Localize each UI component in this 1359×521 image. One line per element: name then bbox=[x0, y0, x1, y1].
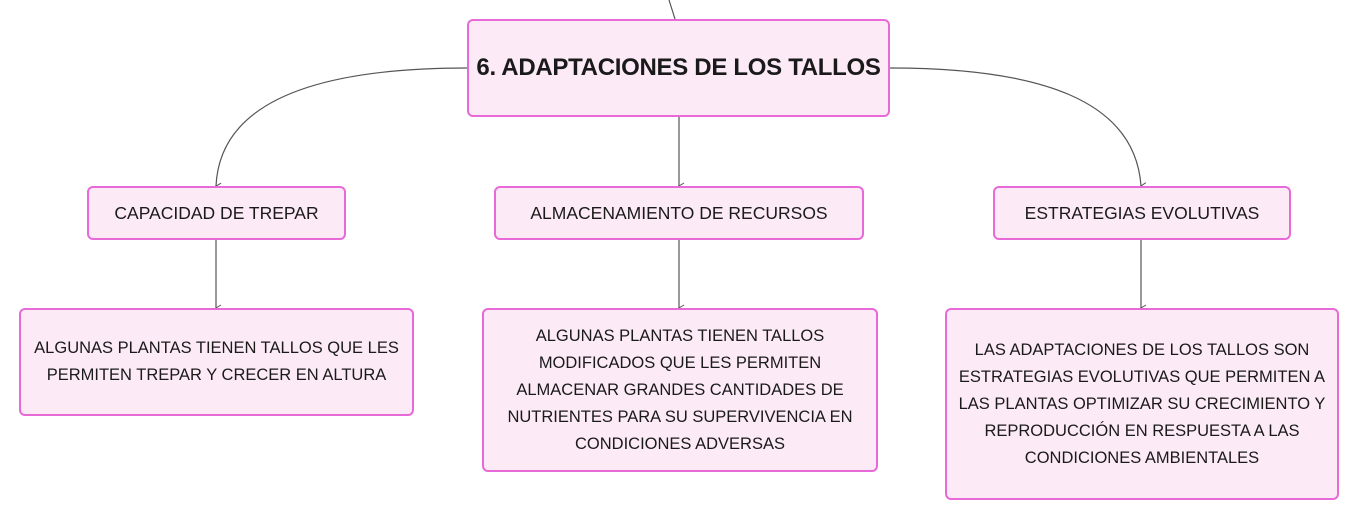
category-node-almacenamiento-de-recursos[interactable]: ALMACENAMIENTO DE RECURSOS bbox=[494, 186, 864, 240]
incoming-connector bbox=[668, 0, 676, 20]
category-node-label: CAPACIDAD DE TREPAR bbox=[114, 202, 319, 223]
category-node-label: ESTRATEGIAS EVOLUTIVAS bbox=[1024, 202, 1260, 223]
detail-node-text: ALGUNAS PLANTAS TIENEN TALLOS QUE LES PE… bbox=[34, 339, 399, 384]
detail-node-estrategias-evolutivas[interactable]: LAS ADAPTACIONES DE LOS TALLOS SON ESTRA… bbox=[945, 308, 1339, 500]
category-node-capacidad-de-trepar[interactable]: CAPACIDAD DE TREPAR bbox=[87, 186, 346, 240]
category-node-estrategias-evolutivas[interactable]: ESTRATEGIAS EVOLUTIVAS bbox=[993, 186, 1291, 240]
detail-node-almacenamiento-de-recursos[interactable]: ALGUNAS PLANTAS TIENEN TALLOS MODIFICADO… bbox=[482, 308, 878, 472]
root-node-label: 6. ADAPTACIONES DE LOS TALLOS bbox=[476, 54, 881, 81]
connector-root-to-cat-1 bbox=[215, 67, 468, 190]
detail-node-text: LAS ADAPTACIONES DE LOS TALLOS SON ESTRA… bbox=[958, 340, 1326, 467]
category-node-label: ALMACENAMIENTO DE RECURSOS bbox=[530, 202, 828, 223]
root-node[interactable]: 6. ADAPTACIONES DE LOS TALLOS bbox=[467, 19, 890, 117]
connector-root-to-cat-3 bbox=[889, 67, 1147, 190]
detail-node-capacidad-de-trepar[interactable]: ALGUNAS PLANTAS TIENEN TALLOS QUE LES PE… bbox=[19, 308, 414, 416]
detail-node-text: ALGUNAS PLANTAS TIENEN TALLOS MODIFICADO… bbox=[507, 326, 853, 453]
